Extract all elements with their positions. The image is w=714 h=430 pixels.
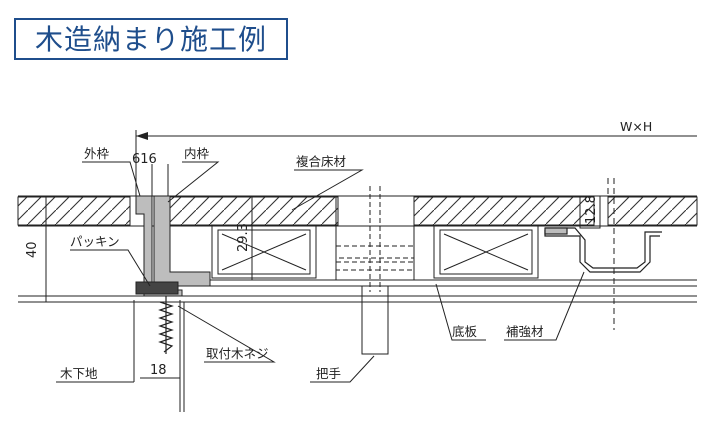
wh-dimension — [135, 130, 697, 178]
wood-base-label: 木下地 — [60, 366, 98, 381]
wood-screw-label: 取付木ネジ — [206, 346, 269, 361]
outer-frame-label: 外枠 — [84, 146, 110, 161]
dim-40-line — [40, 195, 52, 303]
floor-lines — [18, 195, 697, 303]
base-board-label: 底板 — [452, 324, 478, 339]
dim-29-3-label: 29.3 — [236, 223, 251, 252]
center-lines — [607, 178, 615, 330]
title-box: 木造納まり施工例 — [14, 18, 288, 60]
handle-shape — [335, 186, 415, 355]
inner-frame-label: 内枠 — [184, 146, 210, 161]
composite-floor-label: 複合床材 — [296, 154, 346, 169]
wh-label: W×H — [620, 119, 652, 134]
packing-label: パッキン — [70, 234, 120, 249]
dim-18-label: 18 — [150, 363, 167, 378]
insulation-boxes — [211, 225, 539, 279]
handle-label: 把手 — [316, 366, 341, 381]
page-title: 木造納まり施工例 — [34, 23, 267, 56]
dim-12-8-box — [579, 195, 601, 229]
wood-screw-icon — [158, 296, 174, 354]
wood-base-lines — [133, 300, 185, 412]
dim-40-label: 40 — [25, 241, 40, 258]
frame-profile — [135, 164, 211, 297]
composite-floor-segments — [17, 196, 698, 226]
leader-lines — [56, 161, 585, 383]
reinforcement-label: 補強材 — [506, 324, 544, 339]
dim-12-8-label: 12.8 — [584, 195, 599, 224]
dim-616-label: 616 — [132, 152, 157, 167]
reinforcement-profile — [544, 227, 662, 273]
